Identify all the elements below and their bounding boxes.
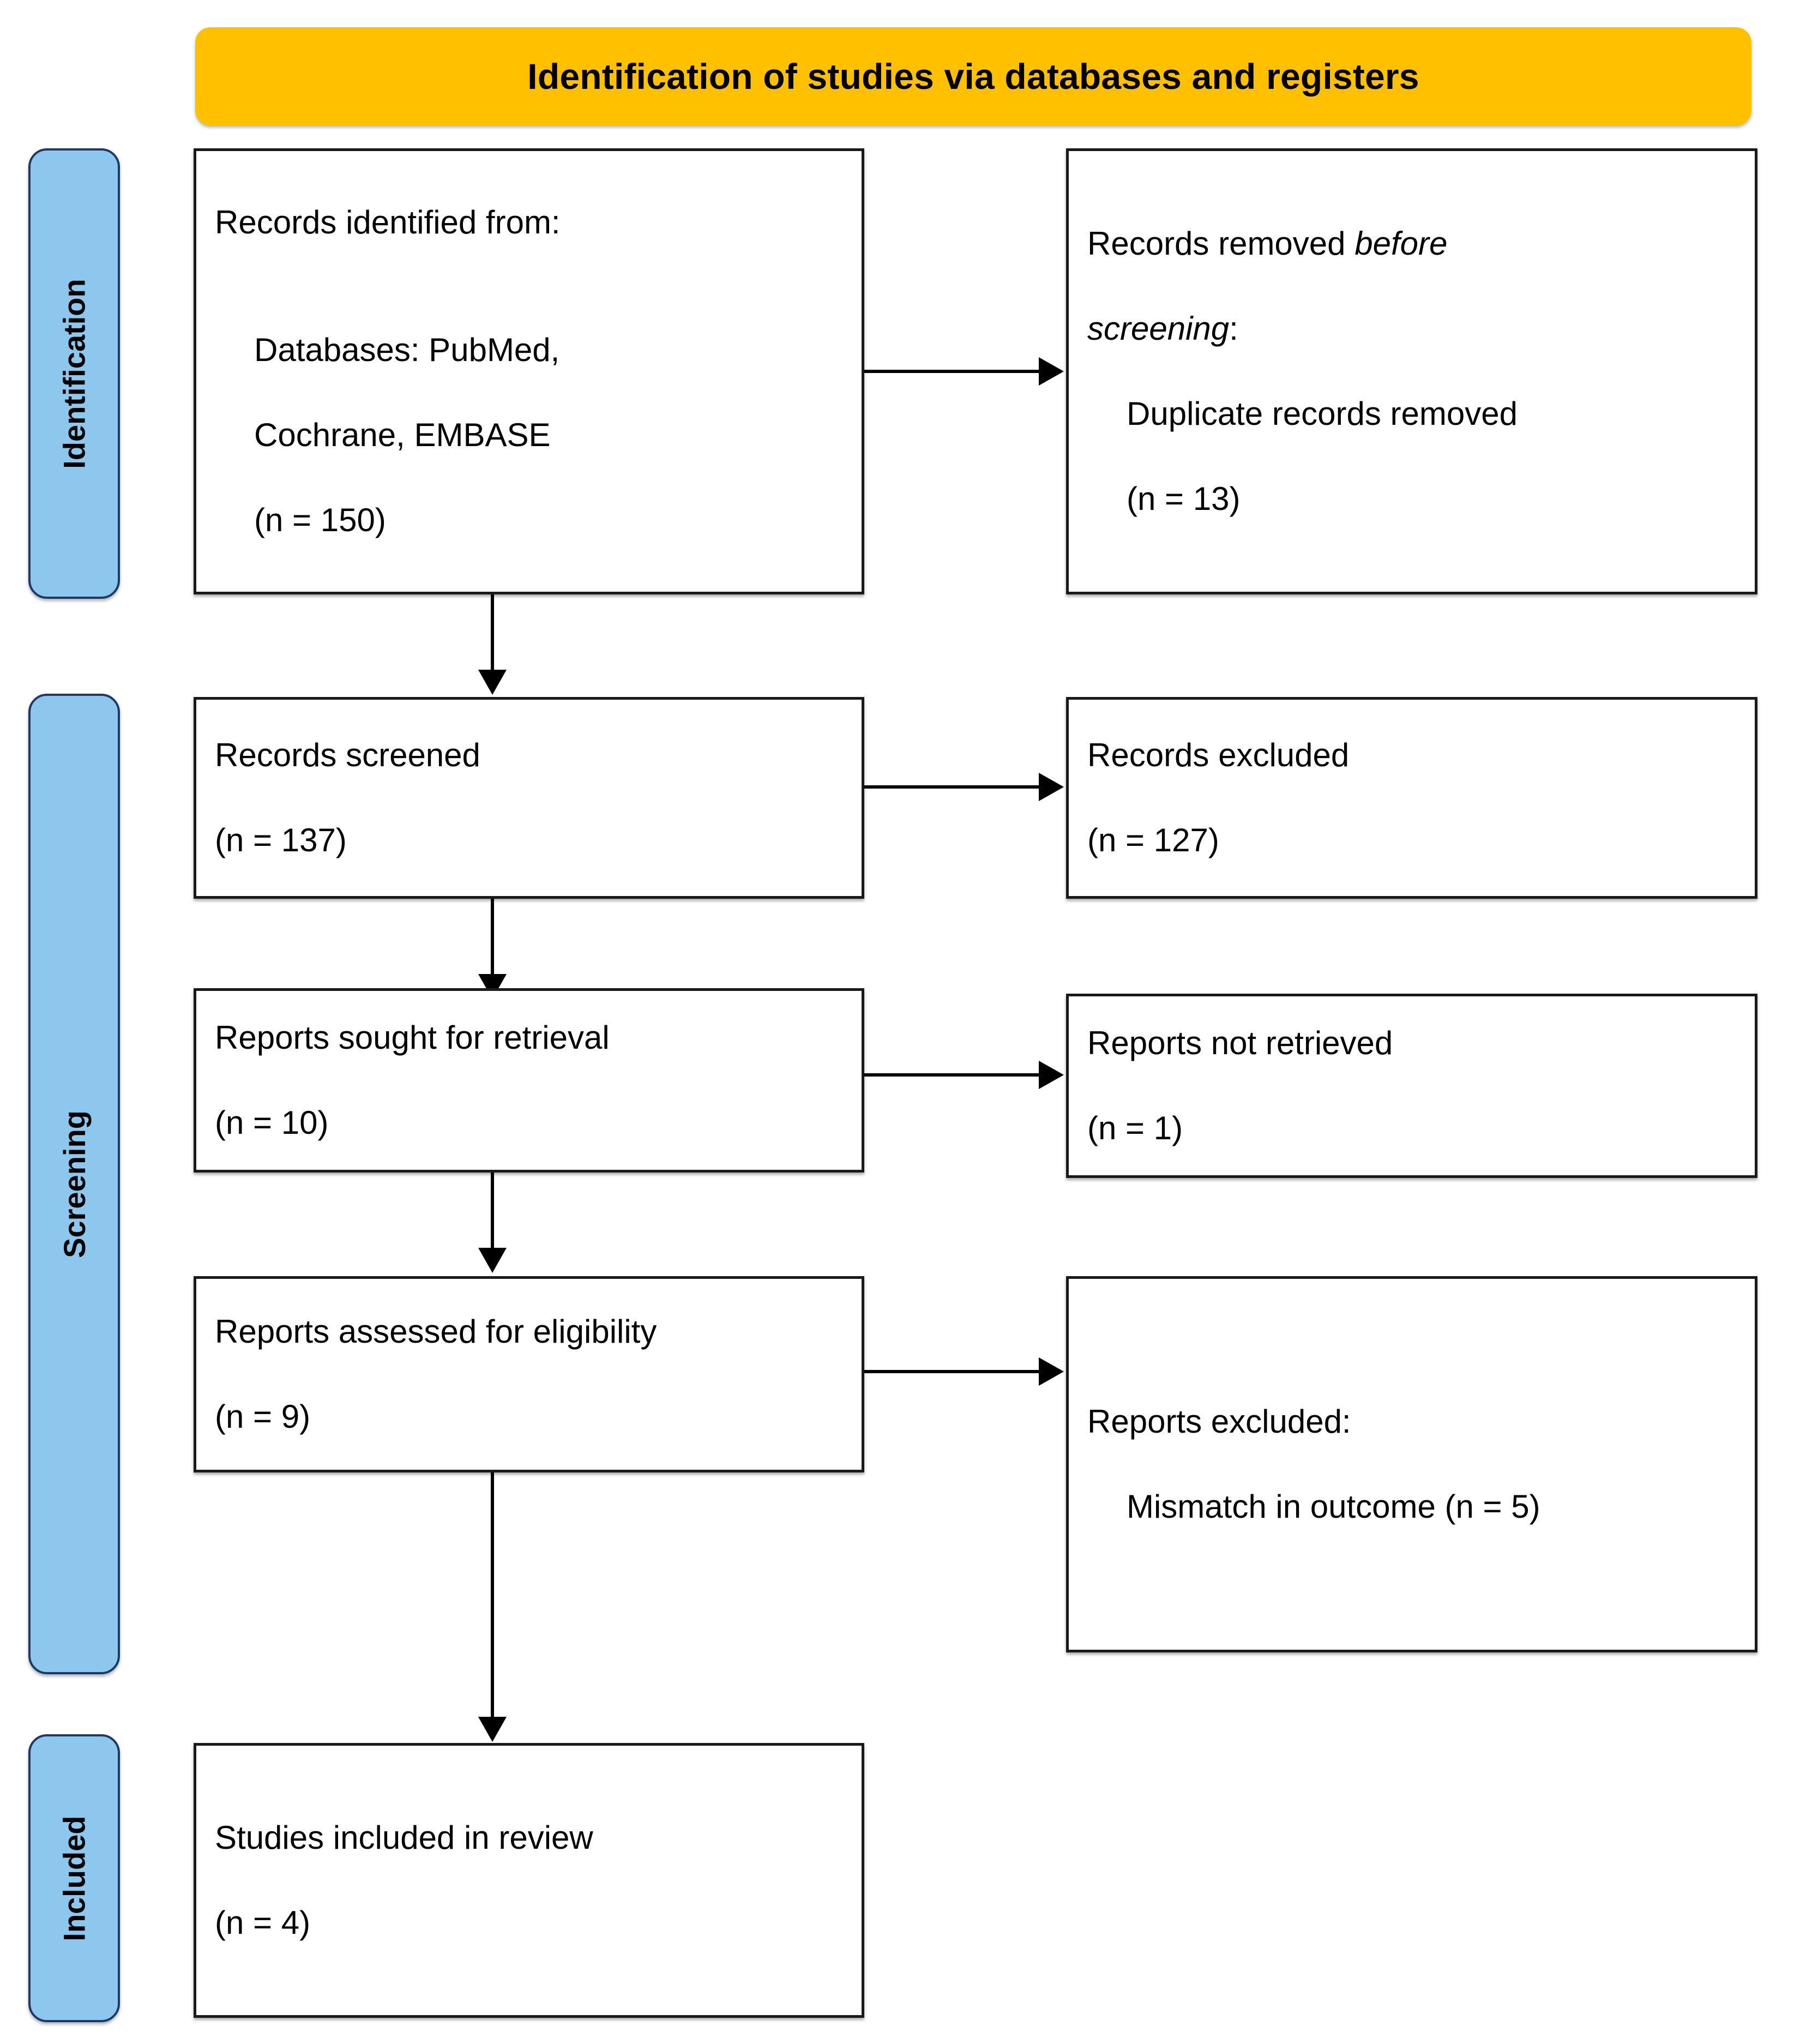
box-reports-assessed-text: Reports assessed for eligibility (n = 9)	[196, 1310, 862, 1438]
records-removed-line3: Duplicate records removed	[1127, 395, 1518, 432]
records-identified-line4: (n = 150)	[254, 502, 386, 538]
box-records-excluded: Records excluded (n = 127)	[1066, 697, 1757, 899]
records-removed-line4: (n = 13)	[1127, 480, 1241, 517]
connector-assessed-to-included-arrowhead	[478, 1717, 507, 1742]
records-screened-line1: Records screened	[215, 737, 480, 773]
records-screened-line2: (n = 137)	[215, 822, 347, 858]
box-reports-not-retrieved: Reports not retrieved (n = 1)	[1066, 994, 1757, 1178]
connector-assessed-to-reportsexcluded-line	[864, 1370, 1039, 1373]
records-identified-line2: Databases: PubMed,	[254, 332, 560, 368]
connector-screened-to-sought-line	[491, 899, 494, 975]
box-reports-excluded-text: Reports excluded: Mismatch in outcome (n…	[1069, 1400, 1755, 1528]
reports-excluded-line1: Reports excluded:	[1087, 1403, 1351, 1440]
box-records-screened: Records screened (n = 137)	[194, 697, 864, 899]
connector-sought-to-assessed-line	[491, 1173, 494, 1249]
records-excluded-line2: (n = 127)	[1087, 822, 1219, 858]
box-records-removed: Records removed before screening: Duplic…	[1066, 148, 1757, 594]
box-reports-sought: Reports sought for retrieval (n = 10)	[194, 988, 864, 1173]
stage-bar-screening: Screening	[28, 694, 120, 1674]
records-removed-line1-b: before	[1354, 225, 1448, 262]
box-records-removed-text: Records removed before screening: Duplic…	[1069, 223, 1755, 520]
connector-screened-to-excluded-line	[864, 785, 1039, 789]
reports-assessed-line1: Reports assessed for eligibility	[215, 1313, 657, 1350]
stage-label-screening: Screening	[57, 1110, 92, 1258]
box-reports-assessed: Reports assessed for eligibility (n = 9)	[194, 1276, 864, 1472]
reports-sought-line1: Reports sought for retrieval	[215, 1019, 610, 1056]
reports-sought-line2: (n = 10)	[215, 1104, 329, 1141]
studies-included-line1: Studies included in review	[215, 1819, 593, 1856]
reports-not-retrieved-line2: (n = 1)	[1087, 1110, 1183, 1146]
records-identified-line3: Cochrane, EMBASE	[254, 417, 551, 453]
stage-label-included: Included	[57, 1815, 92, 1941]
box-studies-included-text: Studies included in review (n = 4)	[196, 1817, 862, 1944]
connector-sought-to-notretrieved-arrowhead	[1039, 1061, 1064, 1089]
connector-identified-to-screened-arrowhead	[478, 670, 507, 695]
records-removed-line2-c: :	[1229, 310, 1238, 347]
box-records-identified-text: Records identified from: Databases: PubM…	[196, 201, 862, 542]
connector-identified-to-removed-line	[864, 370, 1039, 373]
stage-bar-included: Included	[28, 1734, 120, 2022]
connector-assessed-to-included-line	[491, 1472, 494, 1721]
records-excluded-line1: Records excluded	[1087, 737, 1350, 773]
diagram-title-banner: Identification of studies via databases …	[195, 27, 1751, 125]
connector-assessed-to-reportsexcluded-arrowhead	[1039, 1357, 1064, 1386]
connector-identified-to-removed-arrowhead	[1039, 357, 1064, 386]
connector-screened-to-excluded-arrowhead	[1039, 773, 1064, 801]
box-records-identified: Records identified from: Databases: PubM…	[194, 148, 864, 594]
connector-sought-to-assessed-arrowhead	[478, 1248, 507, 1273]
reports-not-retrieved-line1: Reports not retrieved	[1087, 1025, 1393, 1061]
box-studies-included: Studies included in review (n = 4)	[194, 1743, 864, 2018]
box-records-screened-text: Records screened (n = 137)	[196, 734, 862, 862]
connector-identified-to-screened-line	[491, 594, 494, 671]
connector-sought-to-notretrieved-line	[864, 1073, 1039, 1077]
studies-included-line2: (n = 4)	[215, 1904, 311, 1941]
stage-label-identification: Identification	[57, 278, 92, 469]
records-removed-line2-b: screening	[1087, 310, 1230, 347]
box-reports-sought-text: Reports sought for retrieval (n = 10)	[196, 1017, 862, 1144]
box-reports-not-retrieved-text: Reports not retrieved (n = 1)	[1069, 1022, 1755, 1150]
box-records-excluded-text: Records excluded (n = 127)	[1069, 734, 1755, 862]
records-removed-line1-a: Records removed	[1087, 225, 1355, 262]
page-title: Identification of studies via databases …	[527, 56, 1419, 97]
box-reports-excluded: Reports excluded: Mismatch in outcome (n…	[1066, 1276, 1757, 1652]
reports-excluded-line2: Mismatch in outcome (n = 5)	[1127, 1488, 1540, 1525]
stage-bar-identification: Identification	[28, 148, 120, 599]
reports-assessed-line2: (n = 9)	[215, 1398, 311, 1435]
records-identified-line1: Records identified from:	[215, 204, 561, 241]
